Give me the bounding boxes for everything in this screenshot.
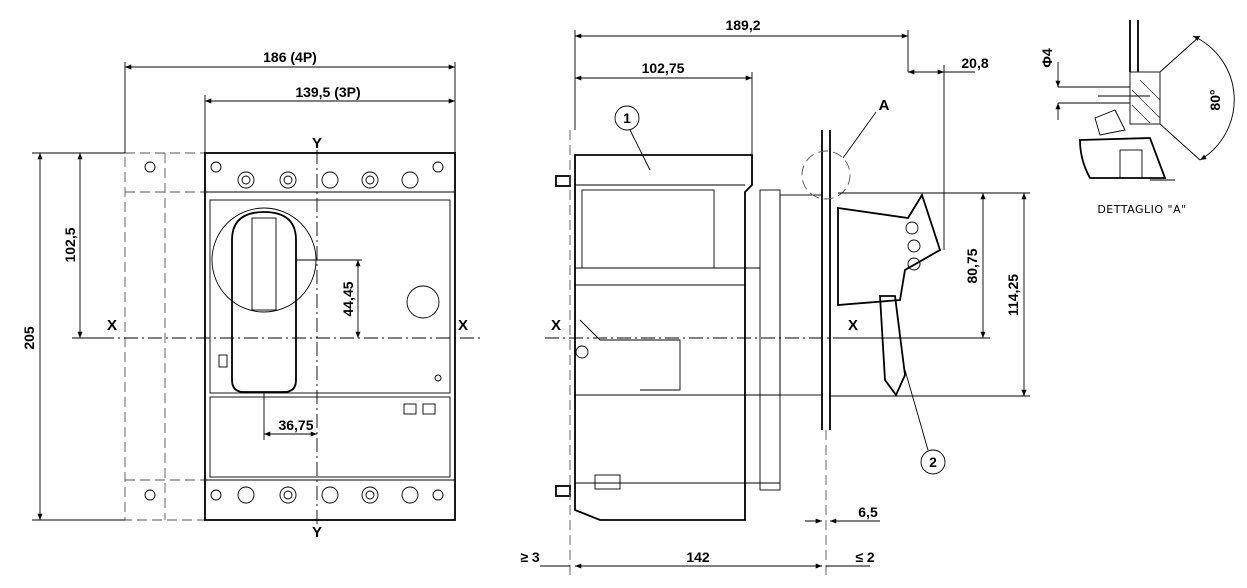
dim-width-4p: 186 (4P) [263, 49, 317, 65]
external-handle [837, 192, 942, 397]
dim-front-h1: 80,75 [964, 248, 980, 283]
dim-body-depth: 102,75 [642, 60, 685, 76]
detail-a: Φ4 80° DETTAGLIO "A" [1039, 20, 1235, 216]
front-view: 186 (4P) 139,5 (3P) 205 102,5 44,45 36,7… [21, 49, 480, 541]
dim-height-total: 205 [21, 326, 37, 350]
detail-angle: 80° [1207, 89, 1223, 110]
dim-base-depth: 142 [686, 549, 710, 565]
dim-overall: 189,2 [725, 17, 760, 33]
callout-2: 2 [929, 454, 937, 470]
axis-label-y-top: Y [312, 135, 322, 152]
dim-handle-height: 44,45 [340, 281, 356, 316]
detail-dia: Φ4 [1039, 48, 1055, 67]
callout-2-circle [920, 449, 946, 475]
axis-label-y-bottom: Y [312, 524, 322, 541]
dim-clear-right: ≤ 2 [855, 549, 875, 565]
dim-width-3p: 139,5 (3P) [295, 84, 360, 100]
dim-panel-thk: 6,5 [858, 504, 878, 520]
outline-4p [124, 152, 456, 521]
axis-label-x-side-left: X [551, 317, 561, 334]
axis-label-x-left: X [107, 317, 117, 334]
detail-a-circle [801, 150, 851, 200]
top-terminals [144, 161, 444, 189]
side-view: 189,2 102,75 20,8 80,75 114,25 142 ≥ 3 ≤… [520, 17, 1030, 580]
breaker-body [204, 152, 456, 521]
axis-label-x-right: X [458, 317, 468, 334]
rotary-handle [211, 207, 317, 393]
dim-handle-proj: 20,8 [961, 55, 988, 71]
dim-handle-offset: 36,75 [278, 417, 313, 433]
axis-label-x-side-right: X [848, 317, 858, 334]
side-body [574, 154, 753, 521]
detail-title: DETTAGLIO "A" [1097, 203, 1186, 216]
dim-front-h2: 114,25 [1005, 274, 1021, 316]
detail-ref-a: A [879, 97, 890, 114]
dim-height-upper: 102,5 [62, 227, 78, 262]
push-button [406, 285, 440, 319]
dim-clear-left: ≥ 3 [520, 549, 540, 565]
bottom-terminals [144, 486, 444, 504]
callout-1-circle [614, 105, 640, 131]
callout-1: 1 [623, 110, 631, 126]
